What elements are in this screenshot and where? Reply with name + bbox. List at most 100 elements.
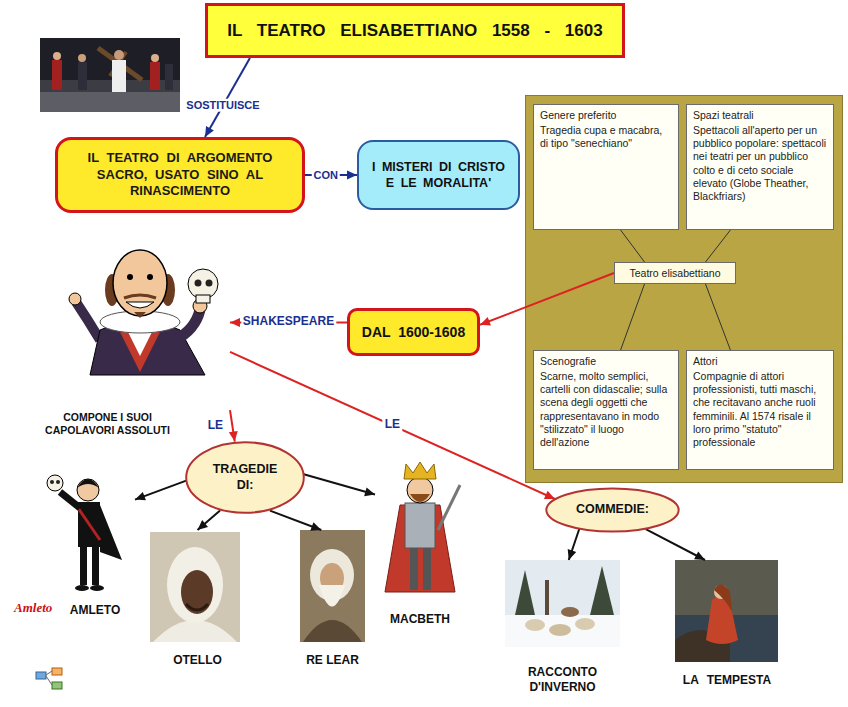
connector-line	[621, 284, 645, 350]
connector	[646, 529, 705, 560]
macbeth-figure-part	[405, 503, 435, 548]
stage-photo-part	[150, 62, 160, 90]
king-lear-photo-part	[303, 620, 362, 642]
hamlet-figure-part	[47, 475, 63, 491]
shakespeare-cartoon-part	[195, 280, 202, 287]
connector	[198, 511, 221, 530]
othello-photo-part	[150, 532, 240, 642]
king-lear-photo	[300, 530, 365, 642]
edge-label: CON	[312, 169, 340, 182]
winter-scene-photo-part	[545, 580, 549, 615]
connector-line	[480, 273, 614, 325]
node-text: COMPONE I SUOI CAPOLAVORI ASSOLUTI	[40, 411, 175, 437]
hamlet-figure-part	[92, 547, 99, 585]
hamlet-figure-part	[77, 479, 99, 488]
hamlet-figure-part	[50, 480, 54, 484]
arrow-head	[135, 492, 146, 500]
app-icon-part	[52, 668, 62, 675]
macbeth-figure-part	[404, 462, 436, 479]
macbeth-figure-part	[410, 494, 430, 502]
winter-scene-photo-part	[505, 560, 620, 647]
winter-scene-photo-part	[515, 570, 535, 615]
arrow-head	[198, 520, 209, 530]
hamlet-figure-part	[60, 492, 80, 508]
edge-label: SOSTITUISCE	[184, 99, 261, 112]
stage-photo-part	[53, 52, 61, 60]
node-text: RE LEAR	[306, 653, 359, 668]
arrow-head	[694, 551, 705, 560]
arrow-head	[544, 491, 555, 499]
arrow-head	[568, 549, 577, 560]
tempest-painting-part	[675, 560, 778, 662]
arrow-head	[230, 318, 240, 327]
date-box: DAL 1600-1608	[347, 308, 480, 356]
app-icon	[36, 668, 62, 689]
stage-photo-part	[52, 60, 62, 90]
hub-box: Teatro elisabettiano	[614, 262, 736, 284]
connector-line	[135, 481, 186, 500]
connector-line	[198, 511, 221, 530]
othello-photo-part	[167, 547, 223, 623]
macbeth-figure-part	[407, 477, 433, 503]
winter-scene-photo	[505, 560, 620, 647]
connector-line	[205, 58, 250, 137]
work-node: MACBETH	[375, 455, 465, 627]
hamlet-figure-part	[78, 508, 100, 540]
connector	[706, 284, 731, 350]
ellipse-outline	[186, 442, 304, 513]
ellipse-outline	[546, 488, 678, 531]
connector-line	[646, 529, 705, 560]
stage-photo-part	[40, 92, 180, 112]
stage-photo-part	[40, 38, 180, 112]
stage-photo	[40, 38, 180, 112]
arrow-head	[364, 487, 375, 496]
connector	[706, 230, 731, 262]
app-icon-part	[36, 672, 46, 679]
king-lear-photo-part	[319, 585, 345, 607]
tempest-painting-part	[706, 595, 738, 644]
hamlet-figure	[47, 475, 122, 591]
work-node: AMLETO	[55, 470, 135, 618]
category-ellipse: TRAGEDIE DI:	[185, 440, 305, 515]
stage-photo-part	[78, 54, 86, 62]
hamlet-figure-part	[75, 585, 89, 591]
connector	[205, 58, 250, 137]
connector	[621, 230, 645, 262]
shakespeare-cartoon-part	[147, 274, 153, 280]
box-heading: Spazi teatrali	[693, 109, 754, 122]
hamlet-figure-part	[80, 547, 87, 585]
shakespeare-cartoon-part	[196, 295, 210, 303]
shakespeare-cartoon-part	[124, 295, 156, 298]
hamlet-figure-part	[78, 502, 100, 547]
work-node: OTELLO	[150, 530, 245, 668]
connector	[480, 273, 614, 325]
app-icon-part	[46, 671, 52, 675]
shakespeare-cartoon-part	[128, 332, 152, 356]
winter-scene-photo-part	[505, 615, 620, 647]
box-body: Compagnie di attori professionisti, tutt…	[693, 370, 827, 449]
node-text: COMMEDIE:	[576, 502, 649, 518]
node-text: TRAGEDIE DI:	[207, 462, 283, 493]
box-heading: Genere preferito	[540, 109, 616, 122]
shakespeare-cartoon-part	[120, 332, 160, 372]
hamlet-figure-part	[90, 585, 104, 591]
work-node: RE LEAR	[295, 530, 370, 668]
stage-photo-part	[151, 54, 159, 62]
hamlet-figure-part	[77, 479, 99, 501]
edge-label: LE	[206, 419, 225, 433]
node-text: OTELLO	[173, 653, 222, 668]
edge-label: LE	[383, 419, 402, 433]
work-node: RACCONTO D'INVERNO	[500, 560, 625, 695]
arrow-head	[480, 317, 491, 325]
box-body: Tragedia cupa e macabra, di tipo "senech…	[540, 124, 672, 150]
node-text: IL TEATRO ELISABETTIANO 1558 - 1603	[227, 21, 602, 41]
king-lear-photo-part	[300, 530, 365, 642]
picture-caption: Amleto	[14, 600, 52, 616]
connector	[229, 410, 238, 441]
hamlet-figure-part	[56, 480, 60, 484]
connector	[621, 284, 645, 350]
othello-photo-part	[186, 604, 208, 610]
connector-line	[304, 474, 375, 494]
stage-photo-part	[78, 62, 87, 90]
